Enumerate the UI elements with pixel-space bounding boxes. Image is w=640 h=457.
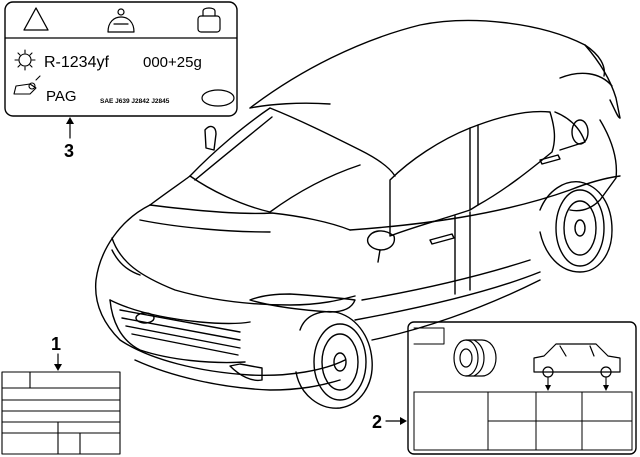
tire-pressure-rear-icon xyxy=(603,376,609,391)
refrigerant-label: R-1234yf 000+25g PAG SAE J639 J2842 J284… xyxy=(4,1,238,117)
tire-pressure-front-icon xyxy=(545,376,551,391)
callout-3-number: 3 xyxy=(64,141,74,161)
callout-1-number: 1 xyxy=(51,334,61,354)
oval-seal-icon xyxy=(201,89,235,107)
standards-text: SAE J639 J2842 J2845 xyxy=(100,98,170,105)
oil-type: PAG xyxy=(46,88,77,105)
lock-icon xyxy=(197,7,221,33)
warning-triangle-icon xyxy=(23,7,49,31)
vehicle-side-icon xyxy=(533,343,621,378)
callout-2-number: 2 xyxy=(372,412,382,432)
callout-3: 3 xyxy=(64,117,74,161)
info-label xyxy=(1,371,121,455)
refrigerant-type: R-1234yf xyxy=(44,54,109,71)
oil-can-icon xyxy=(13,75,41,95)
callout-1: 1 xyxy=(51,334,62,371)
flame-icon xyxy=(107,8,135,33)
refrigerant-amount: 000+25g xyxy=(143,54,202,71)
callout-2: 2 xyxy=(372,412,407,432)
tire-label xyxy=(407,321,637,455)
tire-icon xyxy=(453,339,497,377)
vehicle-illustration xyxy=(94,19,621,409)
service-gear-icon xyxy=(14,49,36,71)
